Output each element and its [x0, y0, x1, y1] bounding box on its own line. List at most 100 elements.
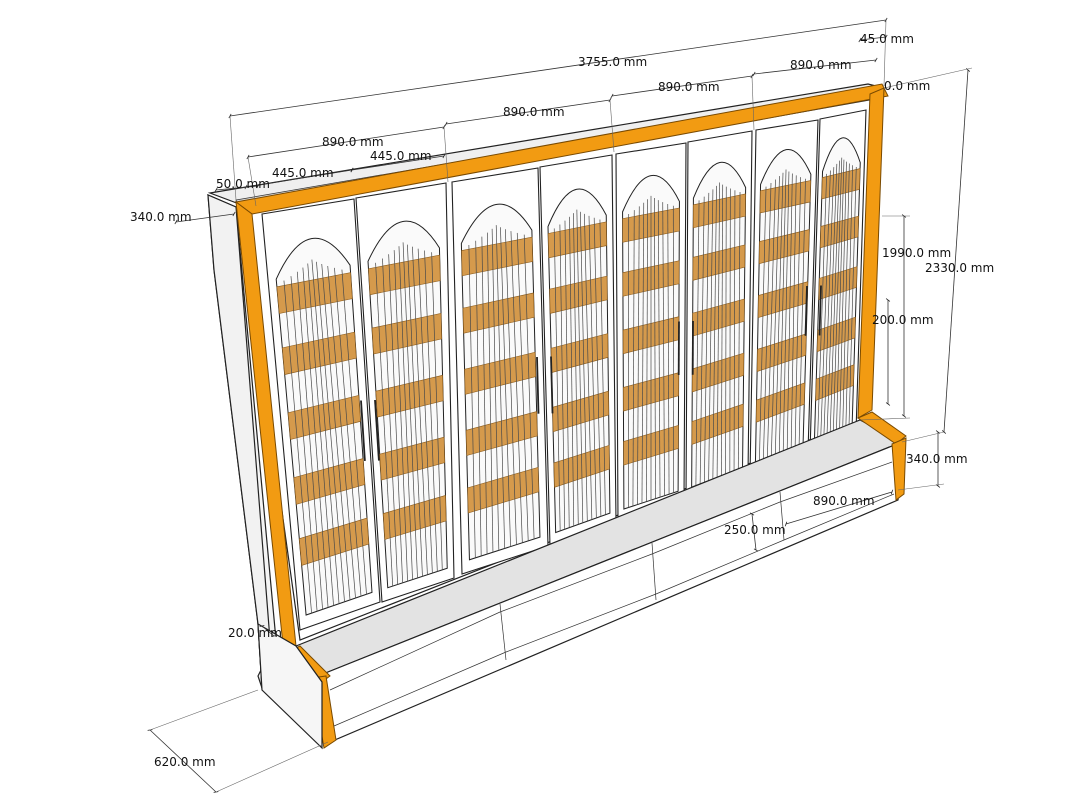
- dim-drawer-width: 890.0 mm: [813, 494, 875, 508]
- door-7: [749, 119, 819, 477]
- dim-line-module-1: [246, 124, 446, 160]
- bar: [491, 228, 500, 551]
- door-3: [451, 167, 549, 575]
- door-5: [615, 142, 687, 523]
- extension-line: [901, 431, 945, 443]
- bar: [398, 246, 413, 580]
- bar: [486, 232, 494, 553]
- dim-line-door-left: [244, 167, 354, 190]
- dim-line-upper-depth: [174, 211, 236, 225]
- bar: [510, 231, 523, 543]
- dim-line-total-height: [941, 68, 971, 434]
- dim-bench-depth: 340.0 mm: [906, 452, 968, 466]
- dim-total-height: 2330.0 mm: [925, 261, 994, 275]
- door-4: [539, 154, 617, 547]
- extension-line: [883, 67, 973, 89]
- bar: [407, 244, 423, 577]
- bar: [695, 200, 700, 486]
- door-handle: [536, 356, 540, 414]
- bar: [798, 178, 806, 446]
- bar: [829, 160, 840, 434]
- bar: [375, 262, 394, 587]
- bar: [699, 196, 705, 484]
- dim-line-module-3: [610, 73, 754, 99]
- bar: [341, 269, 367, 595]
- bar: [770, 176, 780, 458]
- dim-bench-lip: 20.0 mm: [228, 626, 282, 640]
- bar: [559, 224, 566, 530]
- bar: [505, 229, 517, 545]
- bar: [641, 202, 645, 504]
- bar: [778, 169, 787, 454]
- bar: [820, 170, 831, 438]
- extension-line: [215, 741, 329, 793]
- dim-line-module-2: [444, 97, 612, 127]
- bar: [794, 177, 801, 448]
- dimension-lines: [147, 17, 973, 793]
- bar: [763, 183, 772, 461]
- bar: [774, 172, 784, 456]
- bar: [296, 271, 323, 610]
- bar: [302, 267, 329, 608]
- bar: [725, 186, 727, 475]
- bar: [632, 210, 635, 507]
- glass-doors: [261, 109, 867, 631]
- bar: [316, 261, 345, 602]
- bar: [708, 189, 714, 481]
- door-1: [261, 198, 381, 631]
- bar: [500, 227, 511, 547]
- door-8: [809, 109, 867, 453]
- dim-line-top-right-offset: [858, 34, 888, 43]
- left-side-panel: [207, 194, 329, 734]
- bar: [836, 159, 845, 431]
- bar: [733, 190, 736, 472]
- door-handle: [374, 399, 380, 461]
- bar: [553, 228, 561, 531]
- bar: [412, 246, 428, 575]
- dim-door-right: 445.0 mm: [370, 149, 432, 163]
- dim-module-3: 890.0 mm: [658, 80, 720, 94]
- bar: [481, 236, 488, 555]
- bar: [424, 250, 438, 572]
- dim-door-height: 1990.0 mm: [882, 246, 951, 260]
- bar: [388, 254, 403, 583]
- dim-module-1: 890.0 mm: [322, 135, 384, 149]
- bar: [321, 263, 351, 600]
- bar: [657, 200, 661, 498]
- bar: [654, 198, 656, 499]
- bar: [848, 166, 857, 426]
- bar: [475, 240, 482, 556]
- dim-door-left: 445.0 mm: [272, 166, 334, 180]
- bar: [579, 211, 588, 522]
- bar: [468, 245, 476, 558]
- dim-drawer-height: 250.0 mm: [724, 523, 786, 537]
- dim-module-2: 890.0 mm: [503, 105, 565, 119]
- door-2: [355, 182, 455, 603]
- dim-module-4: 890.0 mm: [790, 58, 852, 72]
- bar: [842, 163, 850, 429]
- bar: [569, 216, 575, 527]
- door-handle: [550, 356, 554, 414]
- dim-line-frame: [214, 183, 260, 193]
- dim-line-module-4: [752, 57, 878, 77]
- dim-line-drawer-height: [749, 512, 759, 552]
- bar: [845, 165, 853, 427]
- dim-top-right-offset: 45.0 mm: [860, 32, 914, 46]
- dimension-labels: 3755.0 mm 45.0 mm 0.0 mm 890.0 mm 890.0 …: [130, 32, 994, 769]
- door-handle: [804, 285, 808, 336]
- bar: [382, 258, 399, 585]
- bar: [495, 225, 506, 549]
- bar: [704, 192, 710, 483]
- bar: [516, 232, 529, 541]
- bar: [832, 157, 843, 433]
- bar: [593, 217, 602, 517]
- dim-line-total-width: [228, 17, 888, 119]
- bar: [786, 173, 793, 451]
- bar: [712, 185, 717, 480]
- bar: [667, 203, 670, 495]
- door-6: [685, 130, 753, 501]
- bar: [817, 173, 828, 439]
- bar: [599, 219, 606, 515]
- extension-line: [897, 483, 945, 491]
